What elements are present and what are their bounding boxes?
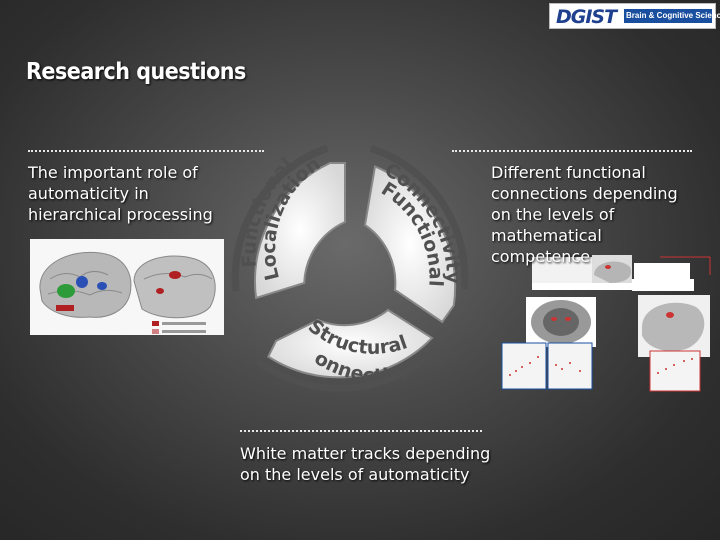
logo-subtitle: Brain & Cognitive Sciences [626,11,720,20]
left-caption-line: automaticity in [28,184,149,203]
right-caption: Different functional connections dependi… [491,162,678,267]
left-caption: The important role of automaticity in hi… [28,162,213,225]
bottom-caption: White matter tracks depending on the lev… [240,443,490,485]
logo-text: DGIST [556,6,617,28]
segment-functional-connectivity[interactable] [363,165,457,324]
left-caption-line: The important role of [28,163,198,182]
left-caption-line: hierarchical processing [28,205,213,224]
bottom-caption-line: on the levels of automaticity [240,465,470,484]
brain-illustration-left [39,251,216,334]
outer-ring-shade [254,345,441,392]
left-dotted-divider [28,150,264,152]
outer-ring-shade [370,144,469,290]
right-caption-line: connections depending [491,184,678,203]
right-caption-line: on the levels of [491,205,615,224]
right-caption-line: competence [491,247,591,266]
dgist-logo: DGIST Brain & Cognitive Sciences [549,3,720,29]
bottom-caption-line: White matter tracks depending [240,444,491,463]
page-title: Research questions [26,59,246,85]
brain-figure-left [30,239,224,335]
bottom-dotted-divider [240,430,482,432]
outer-ring-shade [231,144,329,292]
logo-subtitle-strip: Brain & Cognitive Sciences [624,9,720,23]
right-dotted-divider [452,150,692,152]
segment-functional-localization[interactable] [253,162,346,300]
connectivity-figure-right [500,255,712,395]
connectivity-illustration [501,255,711,392]
segment-structural-connectivity[interactable] [267,308,434,379]
right-caption-line: Different functional [491,163,646,182]
right-caption-line: mathematical [491,226,602,245]
